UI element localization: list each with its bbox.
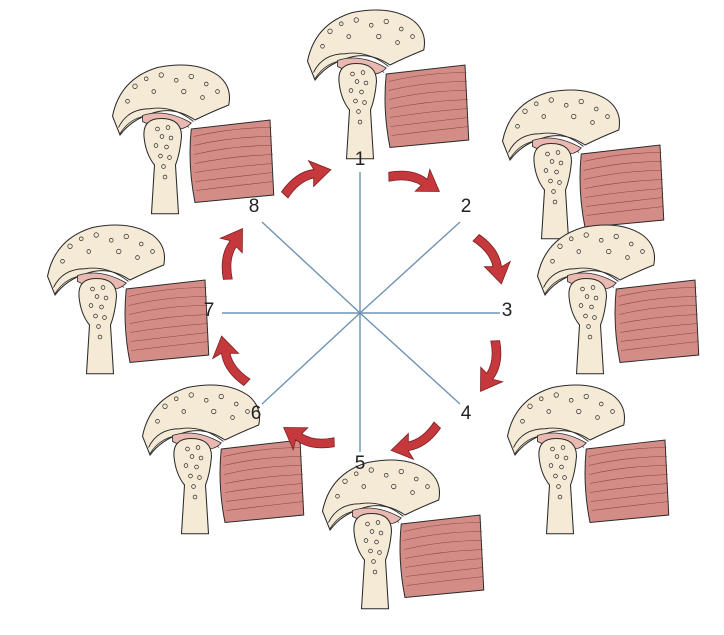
arrow-4-to-5 (386, 420, 448, 466)
stage-label-1: 1 (355, 149, 366, 170)
arrow-7-to-8 (204, 221, 254, 284)
spoke-line-6 (261, 312, 361, 405)
arrow-2-to-3 (471, 227, 517, 289)
joint-illustration-6 (141, 384, 305, 535)
joint-illustration-1 (306, 9, 470, 160)
joint-illustrations (46, 9, 700, 610)
joint-illustration-4 (506, 384, 670, 535)
stage-numbers: 1 2 3 4 5 6 7 8 (204, 149, 513, 474)
joint-illustration-2 (501, 89, 665, 240)
joint-illustration-8 (111, 64, 275, 215)
stage-label-7: 7 (204, 300, 215, 321)
joint-illustration-3 (536, 224, 700, 375)
arrow-6-to-7 (206, 331, 252, 393)
stage-label-2: 2 (461, 196, 472, 217)
stage-label-8: 8 (249, 196, 260, 217)
arrow-1-to-2 (384, 153, 447, 203)
arrow-3-to-4 (469, 336, 519, 399)
stage-label-6: 6 (251, 403, 262, 424)
spoke-line-8 (261, 221, 361, 314)
arrow-8-to-1 (274, 154, 336, 200)
joint-illustration-5 (321, 459, 485, 610)
spoke-lines (222, 172, 500, 452)
stage-label-5: 5 (355, 453, 366, 474)
stage-label-3: 3 (502, 300, 513, 321)
spoke-line-4 (359, 312, 461, 405)
stage-label-4: 4 (461, 403, 472, 424)
joint-illustration-7 (46, 224, 210, 375)
spoke-line-2 (359, 221, 461, 314)
